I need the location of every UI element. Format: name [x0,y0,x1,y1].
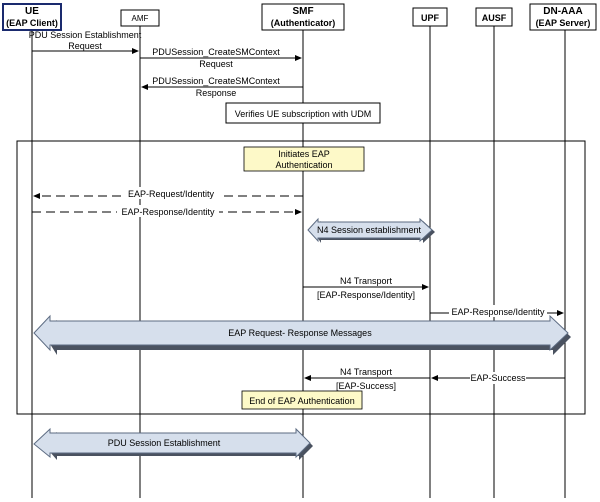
create-smcontext-request-message: PDUSession_CreateSMContext Request [140,47,302,69]
smf-name: SMF [292,6,313,17]
ue-name: UE [25,6,39,17]
dnaaa-header: DN-AAA (EAP Server) [529,3,597,31]
svg-text:EAP-Response/Identity: EAP-Response/Identity [451,307,545,317]
svg-text:PDUSession_CreateSMContext: PDUSession_CreateSMContext [152,47,280,57]
svg-text:N4 Transport: N4 Transport [340,276,393,286]
n4-transport-success-message: N4 Transport [EAP-Success] [304,367,430,391]
svg-text:PDUSession_CreateSMContext: PDUSession_CreateSMContext [152,76,280,86]
svg-text:N4 Session establishment: N4 Session establishment [317,225,422,235]
n4-transport-response-message: N4 Transport [EAP-Response/Identity] [303,276,429,300]
svg-text:Response: Response [196,88,237,98]
pdu-session-request-message: PDU Session Establishment Request [29,30,142,54]
svg-text:Authentication: Authentication [275,160,332,170]
svg-text:[EAP-Success]: [EAP-Success] [336,381,396,391]
svg-text:Request: Request [68,41,102,51]
svg-text:EAP-Success: EAP-Success [470,373,526,383]
eap-authentication-frame [16,140,586,415]
svg-text:End of EAP Authentication: End of EAP Authentication [249,396,354,406]
ue-role: (EAP Client) [6,18,58,28]
smf-header: SMF (Authenticator) [261,3,345,31]
svg-text:Initiates EAP: Initiates EAP [278,149,330,159]
verify-subscription-note: Verifies UE subscription with UDM [225,102,381,124]
smf-role: (Authenticator) [271,18,336,28]
n4-session-establishment-arrow: N4 Session establishment [307,217,435,243]
svg-text:Verifies UE subscription with: Verifies UE subscription with UDM [235,109,372,119]
eap-request-response-arrow: EAP Request- Response Messages [33,314,571,355]
upf-header: UPF [412,7,448,27]
eap-response-identity-message: EAP-Response/Identity [32,205,302,217]
amf-header: AMF [120,9,160,27]
svg-text:Request: Request [199,59,233,69]
eap-request-identity-message: EAP-Request/Identity [33,187,303,199]
svg-text:PDU Session Establishment: PDU Session Establishment [29,30,142,40]
upf-name: UPF [421,13,440,23]
ausf-name: AUSF [482,13,507,23]
svg-text:EAP-Response/Identity: EAP-Response/Identity [121,207,215,217]
dnaaa-role: (EAP Server) [536,18,591,28]
svg-text:[EAP-Response/Identity]: [EAP-Response/Identity] [317,290,415,300]
end-eap-note: End of EAP Authentication [241,390,363,410]
svg-text:EAP Request- Response Messages: EAP Request- Response Messages [228,328,372,338]
initiates-eap-note: Initiates EAP Authentication [243,146,365,172]
amf-name: AMF [132,14,149,23]
dnaaa-name: DN-AAA [543,6,582,17]
pdu-session-establishment-arrow: PDU Session Establishment [33,427,313,460]
create-smcontext-response-message: PDUSession_CreateSMContext Response [141,76,303,98]
ausf-header: AUSF [475,7,513,27]
svg-text:PDU Session Establishment: PDU Session Establishment [108,438,221,448]
ue-header: UE (EAP Client) [2,3,62,31]
svg-text:EAP-Request/Identity: EAP-Request/Identity [128,189,215,199]
svg-text:N4 Transport: N4 Transport [340,367,393,377]
eap-success-message: EAP-Success [431,372,565,384]
eap-response-identity-to-dnaaa-message: EAP-Response/Identity [430,305,564,317]
